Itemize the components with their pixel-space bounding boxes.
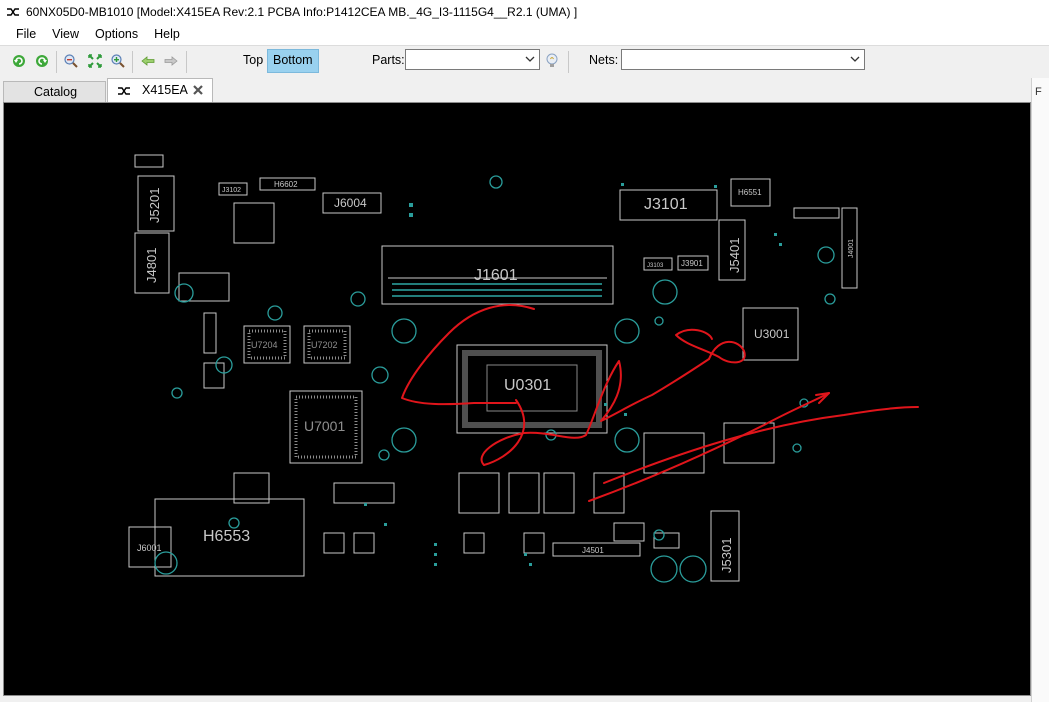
toolbar-separator: [132, 51, 133, 73]
menu-view[interactable]: View: [52, 27, 80, 41]
u7202-label: U7202: [311, 340, 338, 350]
j6001-label: J6001: [137, 543, 162, 553]
menu-help[interactable]: Help: [154, 27, 180, 41]
u0301-label: U0301: [504, 377, 551, 394]
toolbar: Top Bottom Parts: Nets:: [0, 45, 1049, 76]
toolbar-separator: [56, 51, 57, 73]
forward-arrow-icon[interactable]: [162, 52, 180, 70]
u7001-label: U7001: [304, 418, 345, 434]
zoom-out-icon[interactable]: [62, 52, 80, 70]
menu-options[interactable]: Options: [95, 27, 139, 41]
u7204-outline[interactable]: [243, 325, 291, 364]
j5201-outline[interactable]: [137, 175, 175, 232]
j3102-label: J3102: [222, 187, 241, 194]
j4001-outline[interactable]: [841, 207, 858, 289]
zoom-in-icon[interactable]: [109, 52, 127, 70]
j3103-label: J3103: [647, 263, 664, 269]
chevron-down-icon: [850, 56, 860, 62]
j6004-label: J6004: [334, 196, 367, 210]
j3901-label: J3901: [681, 259, 703, 268]
h6553-outline[interactable]: [154, 498, 305, 577]
tab-x415ea[interactable]: X415EA: [107, 78, 213, 103]
nets-label: Nets:: [589, 53, 619, 67]
menu-bar: File View Options Help: [0, 24, 1049, 45]
close-icon[interactable]: [192, 84, 204, 96]
j1601-label: J1601: [474, 267, 518, 284]
side-panel-label: F: [1035, 86, 1042, 98]
h6602-label: H6602: [274, 180, 298, 189]
j4801-label: J4801: [144, 248, 159, 283]
board-canvas[interactable]: J1601 U0301 U3001 J3101 J6004 J5201 J480…: [3, 102, 1031, 696]
tab-catalog-label: Catalog: [34, 85, 78, 99]
j5401-outline[interactable]: [718, 219, 746, 281]
j6001-outline[interactable]: [128, 526, 172, 568]
j4501-label: J4501: [582, 546, 604, 555]
j5301-label: J5301: [719, 538, 734, 573]
h6551-outline[interactable]: [730, 178, 771, 207]
rotate-left-icon[interactable]: [10, 52, 28, 70]
j4801-outline[interactable]: [134, 232, 170, 294]
side-panel-strip[interactable]: F: [1031, 78, 1049, 702]
toolbar-separator: [186, 51, 187, 73]
nets-combo[interactable]: [621, 49, 865, 70]
u7202-outline[interactable]: [303, 325, 351, 364]
j4001-label: J4001: [848, 239, 855, 258]
u7204-label: U7204: [251, 340, 278, 350]
chevron-down-icon: [525, 56, 535, 62]
u7001-outline[interactable]: [289, 390, 363, 464]
title-bar: 60NX05D0-MB1010 [Model:X415EA Rev:2.1 PC…: [0, 0, 1049, 24]
tab-x415ea-label: X415EA: [142, 83, 188, 97]
document-tabs: Catalog X415EA: [0, 78, 1049, 103]
parts-label: Parts:: [372, 53, 405, 67]
h6551-label: H6551: [738, 188, 762, 197]
pcb-board-view[interactable]: J1601 U0301 U3001 J3101 J6004 J5201 J480…: [4, 103, 1030, 695]
red-annotation-scribble: [401, 304, 919, 502]
h6553-label: H6553: [203, 528, 250, 545]
j3101-outline[interactable]: [619, 189, 718, 221]
parts-combo[interactable]: [405, 49, 540, 70]
toolbar-separator: [568, 51, 569, 73]
j5401-label: J5401: [727, 238, 742, 273]
j1601-outline[interactable]: [381, 245, 614, 305]
window-title: 60NX05D0-MB1010 [Model:X415EA Rev:2.1 PC…: [26, 5, 578, 19]
tab-catalog[interactable]: Catalog: [3, 81, 106, 102]
j5301-outline[interactable]: [710, 510, 740, 582]
layer-bottom-button[interactable]: Bottom: [267, 49, 319, 73]
app-icon: [7, 8, 19, 16]
rotate-right-icon[interactable]: [33, 52, 51, 70]
bulb-icon[interactable]: [543, 52, 561, 70]
fit-icon[interactable]: [86, 52, 104, 70]
j4501-outline[interactable]: [552, 542, 641, 557]
j3101-label: J3101: [644, 196, 688, 213]
u3001-label: U3001: [754, 327, 790, 341]
u3001-outline[interactable]: [742, 307, 799, 361]
j6004-outline[interactable]: [322, 192, 382, 214]
board-icon: [118, 87, 130, 95]
back-arrow-icon[interactable]: [139, 52, 157, 70]
menu-file[interactable]: File: [16, 27, 37, 41]
layer-top-button[interactable]: Top: [243, 53, 264, 67]
j5201-label: J5201: [147, 188, 162, 223]
